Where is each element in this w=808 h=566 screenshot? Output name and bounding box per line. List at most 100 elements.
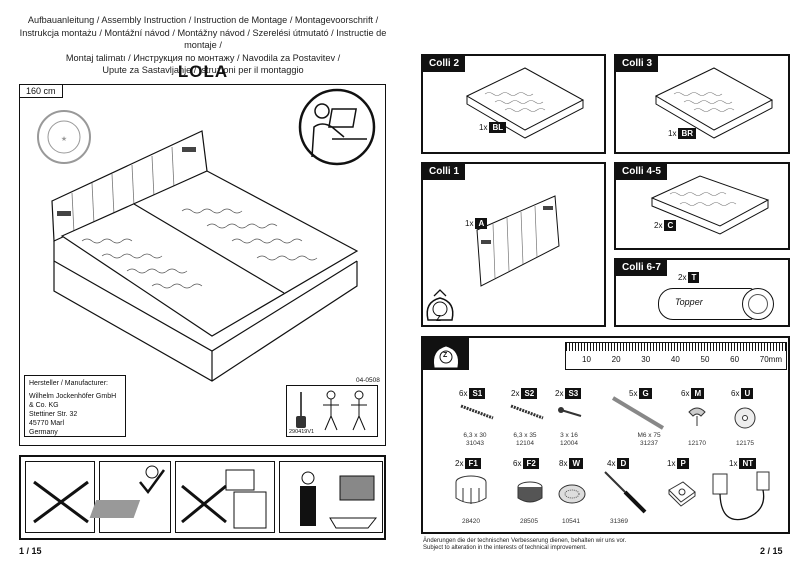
topper-roll: Topper xyxy=(658,288,754,320)
manufacturer-street: Stettiner Str. 32 xyxy=(29,411,78,418)
part-f1-code: 28420 xyxy=(461,518,481,525)
part-id: G xyxy=(639,388,652,399)
manufacturer-country: Germany xyxy=(29,429,58,436)
quantity: 1x xyxy=(667,459,676,468)
foot-f2-icon xyxy=(517,481,543,503)
quantity: 6x xyxy=(459,389,468,398)
quantity: 4x xyxy=(607,459,616,468)
part-s1-spec: 6,3 x 30 xyxy=(463,432,487,439)
part-id: S3 xyxy=(565,388,582,399)
handling-tips-strip xyxy=(19,455,386,540)
note-en: Subject to alteration in the interests o… xyxy=(423,545,587,551)
manufacturer-label: Hersteller / Manufacturer: xyxy=(29,380,108,387)
part-g-spec: M6 x 75 xyxy=(637,432,661,439)
quantity: 1x xyxy=(465,219,474,228)
bag-letter: Z xyxy=(443,352,448,359)
title-line: Montaj talimatı / Инструкция по монтажу … xyxy=(65,52,341,63)
ruler-mark: 60 xyxy=(730,355,740,364)
part-d-code: 31369 xyxy=(609,518,629,525)
part-id: C xyxy=(664,220,677,231)
glide-w-icon xyxy=(558,484,586,504)
part-id: T xyxy=(688,272,700,283)
part-id: BL xyxy=(489,122,507,133)
technical-note: Änderungen die der technischen Verbesser… xyxy=(423,538,626,552)
part-u-code: 12175 xyxy=(735,440,755,447)
manufacturer-box: Hersteller / Manufacturer: Wilhelm Jocke… xyxy=(24,375,126,437)
hardware-bag-icon xyxy=(434,346,458,368)
part-s2-spec: 6,3 x 35 xyxy=(513,432,537,439)
manufacturer-city: 45770 Marl xyxy=(29,420,65,427)
quantity: 2x xyxy=(678,273,687,282)
instruction-title-lines: Aufbauanleitung / Assembly Instruction /… xyxy=(8,14,398,77)
part-w-code: 10541 xyxy=(561,518,581,525)
screw-s3-icon xyxy=(558,407,582,417)
screw-s1-icon xyxy=(460,404,494,420)
doc-code: 04-0508 xyxy=(356,377,380,384)
tools-people-box: 290419V1 xyxy=(286,385,378,437)
washer-u-icon xyxy=(734,407,756,429)
quantity: 8x xyxy=(559,459,568,468)
read-instructions-icon xyxy=(298,88,376,166)
quantity: 2x xyxy=(654,221,663,230)
quantity: 1x xyxy=(479,123,488,132)
title-line: Upute za Sastavljanje / Istruzioni per i… xyxy=(102,65,304,75)
topper-label: Topper xyxy=(675,297,703,307)
threaded-rod-g-icon xyxy=(611,396,665,430)
colli-3-label: Colli 3 xyxy=(616,56,659,72)
part-id: A xyxy=(475,218,488,229)
part-id: S2 xyxy=(521,388,538,399)
part-s3-code: 12004 xyxy=(559,440,579,447)
part-s3-spec: 3 x 16 xyxy=(560,432,578,439)
tip-right-mat xyxy=(89,461,171,533)
ruler-marks: 10 20 30 40 50 60 70mm xyxy=(582,355,782,364)
part-s2-code: 12104 xyxy=(515,440,535,447)
cross-icon xyxy=(181,469,267,529)
ruler-mark: 30 xyxy=(641,355,651,364)
part-s1-code: 31043 xyxy=(465,440,485,447)
quantity: 2x xyxy=(511,389,520,398)
screw-s2-icon xyxy=(510,404,544,420)
hardware-bag-icon xyxy=(426,289,454,321)
title-line: Aufbauanleitung / Assembly Instruction /… xyxy=(27,15,379,25)
manufacturer-name: Wilhelm Jockenhöfer GmbH & Co. KG xyxy=(29,393,117,409)
ruler: 10 20 30 40 50 60 70mm xyxy=(565,342,787,370)
quantity: 6x xyxy=(681,389,690,398)
page-number-left: 1 / 15 xyxy=(19,546,42,556)
bag-letter-top: Z xyxy=(436,314,441,323)
svg-text:★: ★ xyxy=(61,135,67,143)
part-id: BR xyxy=(678,128,697,139)
main-overview-panel: 160 cm ★ xyxy=(19,84,386,446)
mattress-base-icon xyxy=(654,67,774,139)
topper-roll-end-icon xyxy=(742,288,774,320)
colli-4-5-label: Colli 4-5 xyxy=(616,164,667,180)
tip-wrong-assembly xyxy=(175,461,275,533)
colli-6-7-label: Colli 6-7 xyxy=(616,260,667,276)
part-g-code: 31237 xyxy=(639,440,659,447)
part-id: U xyxy=(741,388,754,399)
tool-code: 290419V1 xyxy=(289,429,315,435)
plate-p-icon xyxy=(668,481,696,507)
screwdriver-icon xyxy=(296,392,306,428)
smiley-icon xyxy=(89,465,166,518)
cross-icon xyxy=(33,480,89,524)
colli-1-label: Colli 1 xyxy=(423,164,466,180)
